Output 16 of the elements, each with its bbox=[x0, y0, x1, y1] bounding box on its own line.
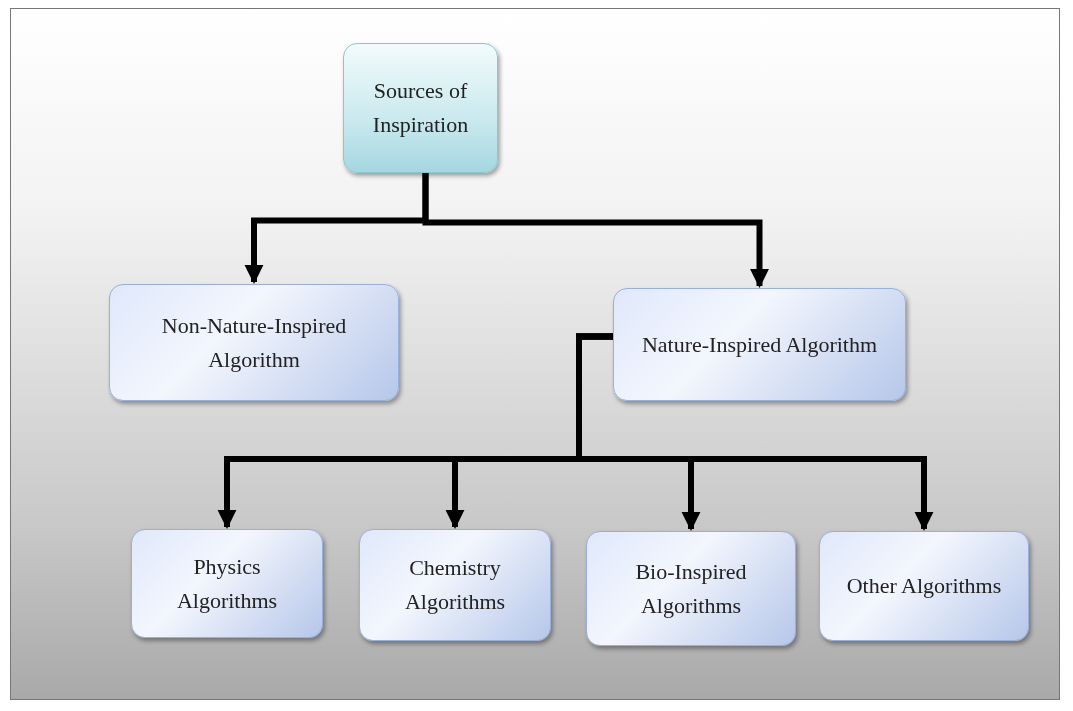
category-box bbox=[819, 531, 1029, 641]
root-box bbox=[343, 43, 498, 173]
category-box bbox=[359, 529, 551, 641]
category-box bbox=[109, 284, 399, 401]
box-label: Chemistry Algorithms bbox=[403, 554, 507, 616]
box-label: Physics Algorithms bbox=[175, 552, 279, 615]
box-label: Other Algorithms bbox=[846, 572, 1002, 600]
category-box bbox=[613, 288, 906, 401]
box-label: Bio-Inspired Algorithms bbox=[634, 557, 748, 620]
box-label: Non-Nature-Inspired Algorithm bbox=[160, 311, 348, 374]
category-box bbox=[586, 531, 796, 646]
category-box bbox=[131, 529, 323, 638]
arrow bbox=[576, 333, 934, 531]
box-label: Sources of Inspiration bbox=[371, 77, 470, 139]
box-label: Nature-Inspired Algorithm bbox=[641, 330, 878, 359]
arrow bbox=[422, 173, 770, 288]
